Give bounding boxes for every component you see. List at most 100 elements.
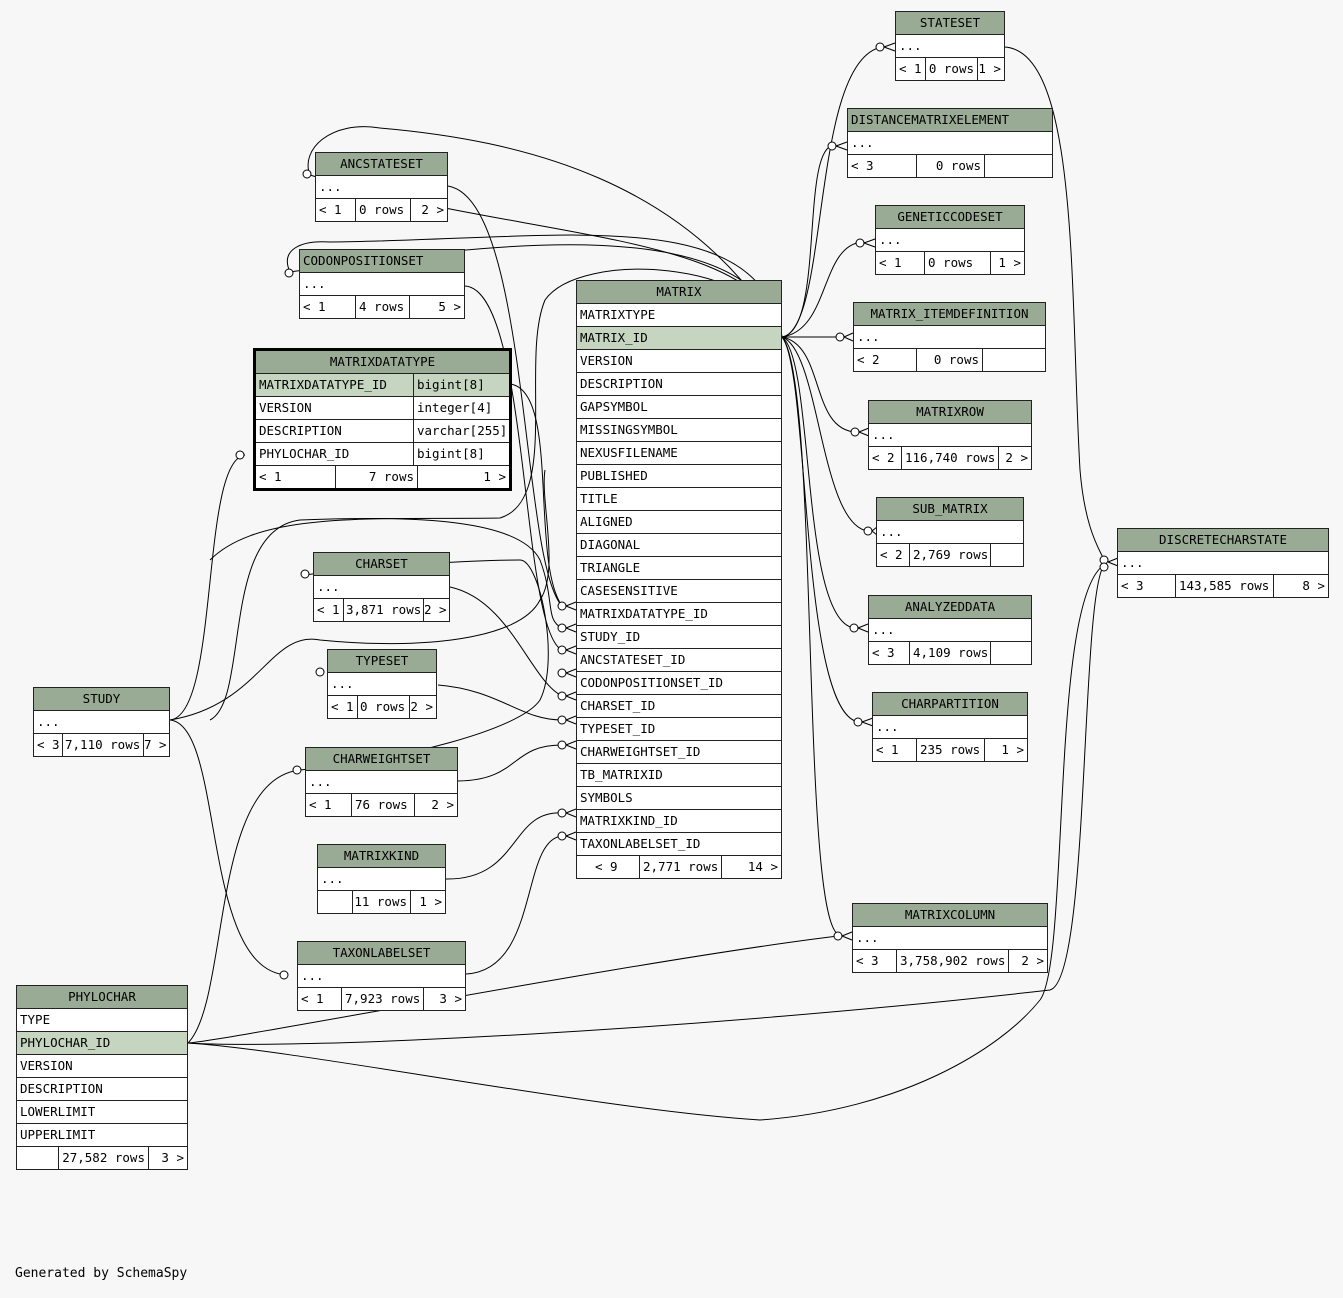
table-distancematrixelement[interactable]: DISTANCEMATRIXELEMENT ... < 3 0 rows (847, 108, 1053, 178)
column-row[interactable]: PUBLISHED (577, 465, 781, 488)
table-charset[interactable]: CHARSET ... < 1 3,871 rows 2 > (313, 552, 450, 622)
parents-count[interactable]: < 1 (314, 599, 344, 621)
parents-count[interactable]: < 3 (853, 950, 897, 972)
table-matrixkind[interactable]: MATRIXKIND ... 11 rows 1 > (317, 844, 446, 914)
column-row[interactable]: MATRIXTYPE (577, 304, 781, 327)
parents-count[interactable]: < 3 (34, 734, 63, 756)
column-row[interactable]: TRIANGLE (577, 557, 781, 580)
column-row[interactable]: TITLE (577, 488, 781, 511)
table-typeset[interactable]: TYPESET ... < 1 0 rows 2 > (327, 649, 437, 719)
children-count[interactable]: 2 > (424, 602, 447, 617)
column-row[interactable]: NEXUSFILENAME (577, 442, 781, 465)
table-stateset[interactable]: STATESET ... < 1 0 rows 1 > (895, 11, 1005, 81)
parents-count[interactable]: < 2 (869, 447, 902, 469)
parents-count[interactable]: < 1 (256, 466, 336, 488)
children-count[interactable]: 1 > (998, 255, 1021, 270)
children-count[interactable]: 1 > (978, 61, 1001, 76)
parents-count[interactable]: < 2 (854, 349, 917, 371)
table-ancstateset[interactable]: ANCSTATESET ... < 1 0 rows 2 > (315, 152, 448, 222)
column-row[interactable]: CODONPOSITIONSET_ID (577, 672, 781, 695)
parents-count[interactable]: < 2 (877, 544, 910, 566)
column-row[interactable]: CASESENSITIVE (577, 580, 781, 603)
children-count[interactable]: 2 > (431, 797, 454, 812)
children-count[interactable]: 7 > (144, 737, 167, 752)
parents-count[interactable]: < 1 (873, 739, 917, 761)
column-row[interactable]: STUDY_ID (577, 626, 781, 649)
children-count[interactable]: 1 > (1001, 742, 1024, 757)
column-row[interactable]: DESCRIPTION (17, 1078, 187, 1101)
table-geneticcodeset[interactable]: GENETICCODESET ... < 1 0 rows 1 > (875, 205, 1025, 275)
table-codonpositionset[interactable]: CODONPOSITIONSET ... < 1 4 rows 5 > (299, 249, 465, 319)
parents-count[interactable] (318, 891, 353, 913)
column-row[interactable]: DESCRIPTION (577, 373, 781, 396)
children-count[interactable]: 5 > (438, 299, 461, 314)
parents-count[interactable]: < 1 (328, 696, 358, 718)
column-row[interactable]: TAXONLABELSET_ID (577, 833, 781, 856)
column-row[interactable]: MATRIX_ID (577, 327, 781, 350)
children-count[interactable]: 1 > (483, 469, 506, 484)
children-count[interactable]: 2 > (1021, 953, 1044, 968)
table-matrix-itemdefinition[interactable]: MATRIX_ITEMDEFINITION ... < 2 0 rows (853, 302, 1046, 372)
column-row[interactable]: TYPE (17, 1009, 187, 1032)
column-row[interactable]: PHYLOCHAR_ID (17, 1032, 187, 1055)
children-count[interactable] (991, 544, 1023, 566)
children-count[interactable] (983, 349, 1045, 371)
children-count[interactable]: 2 > (410, 699, 433, 714)
column-row[interactable]: DIAGONAL (577, 534, 781, 557)
children-count[interactable]: 1 > (419, 894, 442, 909)
column-row[interactable]: ALIGNED (577, 511, 781, 534)
column-row[interactable]: MATRIXKIND_ID (577, 810, 781, 833)
column-row[interactable]: MATRIXDATATYPE_ID (577, 603, 781, 626)
children-count[interactable] (985, 155, 1052, 177)
children-count[interactable]: 3 > (161, 1150, 184, 1165)
column-row[interactable]: TB_MATRIXID (577, 764, 781, 787)
table-study[interactable]: STUDY ... < 3 7,110 rows 7 > (33, 687, 170, 757)
column-row[interactable]: GAPSYMBOL (577, 396, 781, 419)
children-count[interactable]: 14 > (747, 859, 778, 874)
children-count[interactable] (991, 642, 1031, 664)
children-count[interactable]: 2 > (421, 202, 444, 217)
children-count[interactable]: 8 > (1302, 578, 1325, 593)
table-charweightset[interactable]: CHARWEIGHTSET ... < 1 76 rows 2 > (305, 747, 458, 817)
table-matrixrow[interactable]: MATRIXROW ... < 2 116,740 rows 2 > (868, 400, 1032, 470)
parents-count[interactable]: < 1 (876, 252, 925, 274)
column-row[interactable]: SYMBOLS (577, 787, 781, 810)
row-count: 11 rows (353, 891, 411, 913)
column-row[interactable]: TYPESET_ID (577, 718, 781, 741)
table-matrixcolumn[interactable]: MATRIXCOLUMN ... < 3 3,758,902 rows 2 > (852, 903, 1048, 973)
column-row[interactable]: ANCSTATESET_ID (577, 649, 781, 672)
parents-count[interactable]: < 1 (300, 296, 356, 318)
table-sub-matrix[interactable]: SUB_MATRIX ... < 2 2,769 rows (876, 497, 1024, 567)
column-name: UPPERLIMIT (20, 1127, 96, 1142)
column-row[interactable]: VERSION (17, 1055, 187, 1078)
table-footer: < 1 0 rows 1 > (896, 58, 1004, 80)
column-row[interactable]: CHARWEIGHTSET_ID (577, 741, 781, 764)
column-row[interactable]: LOWERLIMIT (17, 1101, 187, 1124)
table-analyzeddata[interactable]: ANALYZEDDATA ... < 3 4,109 rows (868, 595, 1032, 665)
parents-count[interactable]: < 1 (896, 58, 926, 80)
parents-count[interactable]: < 1 (316, 199, 356, 221)
column-row[interactable]: CHARSET_ID (577, 695, 781, 718)
children-count[interactable]: 3 > (439, 991, 462, 1006)
column-row[interactable]: UPPERLIMIT (17, 1124, 187, 1147)
column-row[interactable]: MISSINGSYMBOL (577, 419, 781, 442)
parents-count[interactable] (17, 1147, 59, 1169)
parents-count[interactable]: < 1 (306, 794, 352, 816)
table-discretecharstate[interactable]: DISCRETECHARSTATE ... < 3 143,585 rows 8… (1117, 528, 1329, 598)
parents-count[interactable]: < 3 (869, 642, 910, 664)
parents-count[interactable]: < 1 (298, 988, 342, 1010)
parents-count[interactable]: < 3 (848, 155, 917, 177)
parents-count[interactable]: < 9 (577, 856, 640, 878)
table-taxonlabelset[interactable]: TAXONLABELSET ... < 1 7,923 rows 3 > (297, 941, 466, 1011)
parents-count[interactable]: < 3 (1118, 575, 1176, 597)
column-row[interactable]: VERSION (577, 350, 781, 373)
children-count[interactable]: 2 > (1005, 450, 1028, 465)
table-charpartition[interactable]: CHARPARTITION ... < 1 235 rows 1 > (872, 692, 1028, 762)
